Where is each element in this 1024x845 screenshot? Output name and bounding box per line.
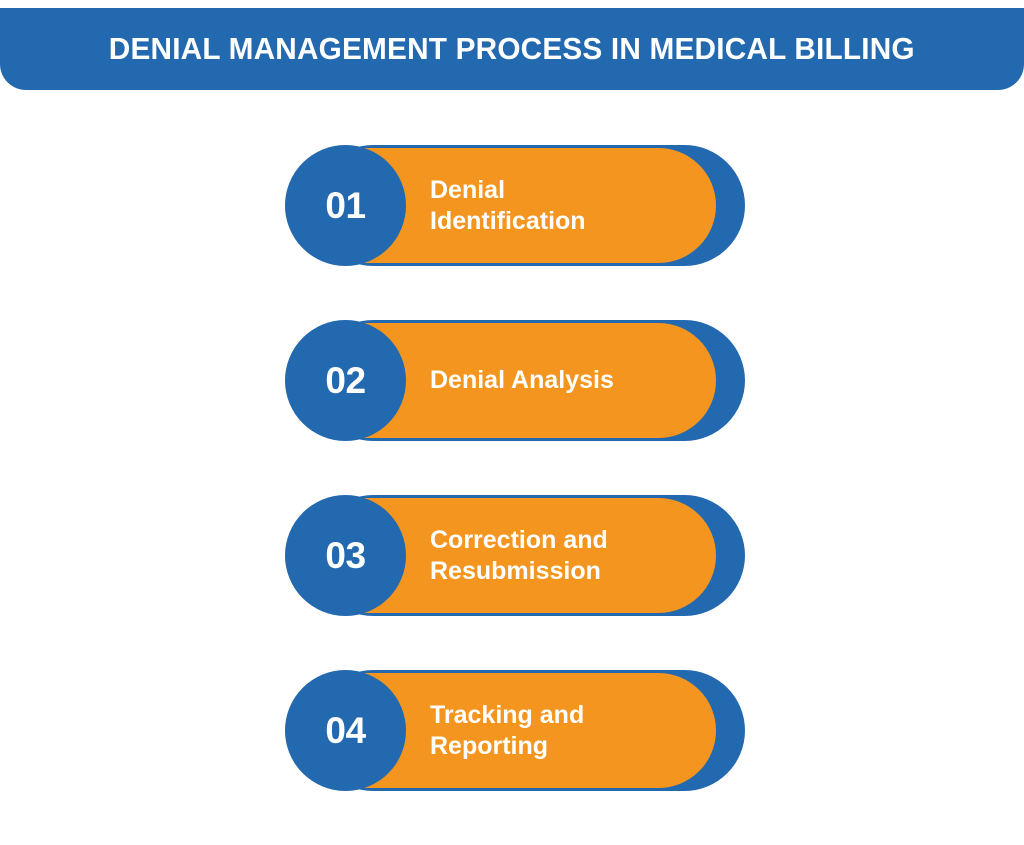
step-number-badge: 01 — [285, 145, 406, 266]
process-step-04[interactable]: 04 Tracking and Reporting — [285, 670, 755, 791]
step-label: Tracking and Reporting — [430, 670, 700, 791]
step-label-line-1: Tracking and — [430, 701, 585, 729]
process-step-02[interactable]: 02 Denial Analysis — [285, 320, 755, 441]
step-number-badge: 04 — [285, 670, 406, 791]
step-number-badge: 03 — [285, 495, 406, 616]
step-number: 02 — [325, 360, 366, 401]
step-label-line-2: Reporting — [430, 731, 549, 760]
step-label-line-2: Resubmission — [430, 556, 601, 585]
step-number: 03 — [325, 535, 366, 576]
header-banner: Denial Management Process in Medical Bil… — [0, 8, 1024, 90]
step-label: Correction and Resubmission — [430, 495, 700, 616]
step-number-badge: 02 — [285, 320, 406, 441]
process-step-list: 01 Denial Identification 02 Denial Analy… — [285, 145, 755, 791]
process-step-03[interactable]: 03 Correction and Resubmission — [285, 495, 755, 616]
step-label: Denial Analysis — [430, 320, 700, 441]
step-label-line-2: Identification — [430, 206, 586, 235]
step-label-line-1: Correction and — [430, 526, 608, 554]
step-label: Denial Identification — [430, 145, 700, 266]
step-label-line-1: Denial — [430, 176, 506, 204]
step-number: 01 — [325, 185, 366, 226]
step-label-line-1: Denial Analysis — [430, 366, 614, 395]
step-number: 04 — [325, 710, 366, 751]
page-title: Denial Management Process in Medical Bil… — [109, 31, 915, 66]
process-step-01[interactable]: 01 Denial Identification — [285, 145, 755, 266]
